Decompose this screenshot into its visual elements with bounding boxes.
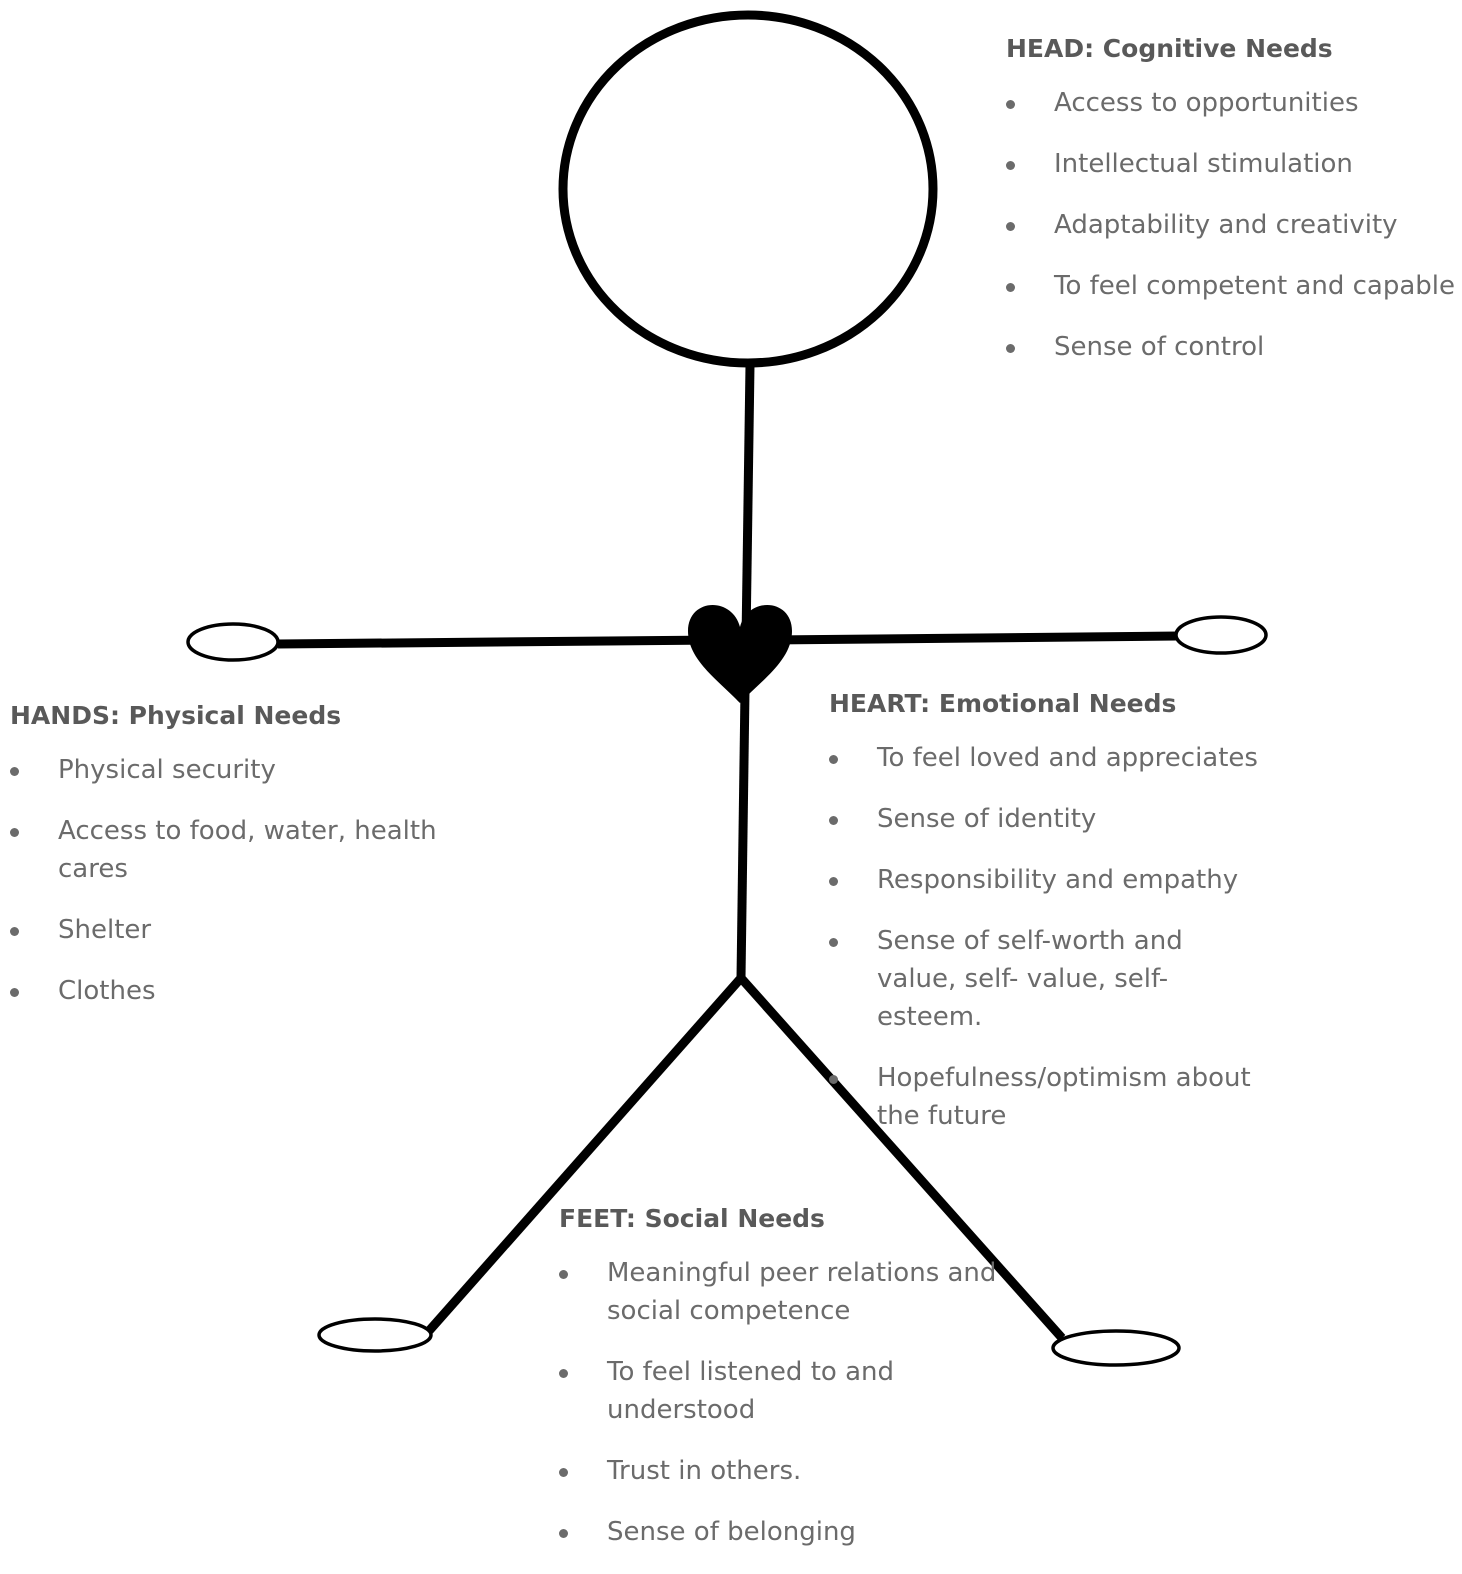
heart-needs-title: HEART: Emotional Needs [829, 689, 1177, 718]
hands-needs-block: HANDS: Physical Needs Physical security … [10, 698, 450, 1033]
feet-needs-list: Meaningful peer relations and social com… [559, 1254, 999, 1551]
head-needs-list: Access to opportunities Intellectual sti… [1006, 84, 1456, 366]
upper-torso-line [741, 364, 755, 641]
list-item: Trust in others. [559, 1452, 999, 1490]
list-item: Sense of control [1006, 328, 1456, 366]
list-item: Intellectual stimulation [1006, 145, 1456, 183]
heart-needs-list: To feel loved and appreciates Sense of i… [829, 739, 1269, 1135]
lower-torso-line [736, 689, 750, 979]
right-leg-line [737, 975, 1066, 1341]
feet-needs-title: FEET: Social Needs [559, 1204, 825, 1233]
list-item: To feel loved and appreciates [829, 739, 1269, 777]
list-item: Adaptability and creativity [1006, 206, 1456, 244]
heart-icon [688, 604, 792, 703]
list-item: Sense of belonging [559, 1513, 999, 1551]
list-item: Shelter [10, 911, 450, 949]
list-item: Clothes [10, 972, 450, 1010]
list-item: Hopefulness/optimism about the future [829, 1059, 1269, 1135]
list-item: Sense of identity [829, 800, 1269, 838]
left-foot-oval [317, 1317, 433, 1353]
list-item: Access to opportunities [1006, 84, 1456, 122]
left-leg-line [424, 975, 745, 1335]
right-hand-oval [1174, 615, 1268, 655]
list-item: Meaningful peer relations and social com… [559, 1254, 999, 1330]
list-item: To feel competent and capable [1006, 267, 1456, 305]
head-circle [558, 10, 938, 368]
list-item: Responsibility and empathy [829, 861, 1269, 899]
hands-needs-list: Physical security Access to food, water,… [10, 751, 450, 1010]
right-arm-line [769, 631, 1179, 645]
list-item: To feel listened to and understood [559, 1353, 999, 1429]
list-item: Access to food, water, health cares [10, 812, 450, 888]
head-needs-block: HEAD: Cognitive Needs Access to opportun… [1006, 31, 1456, 389]
heart-needs-block: HEART: Emotional Needs To feel loved and… [829, 686, 1269, 1158]
feet-needs-block: FEET: Social Needs Meaningful peer relat… [559, 1201, 999, 1574]
head-needs-title: HEAD: Cognitive Needs [1006, 34, 1333, 63]
left-arm-line [277, 635, 721, 649]
right-foot-oval [1051, 1329, 1181, 1367]
left-hand-oval [186, 622, 280, 662]
list-item: Physical security [10, 751, 450, 789]
list-item: Sense of self-worth and value, self- val… [829, 922, 1269, 1036]
hands-needs-title: HANDS: Physical Needs [10, 701, 342, 730]
